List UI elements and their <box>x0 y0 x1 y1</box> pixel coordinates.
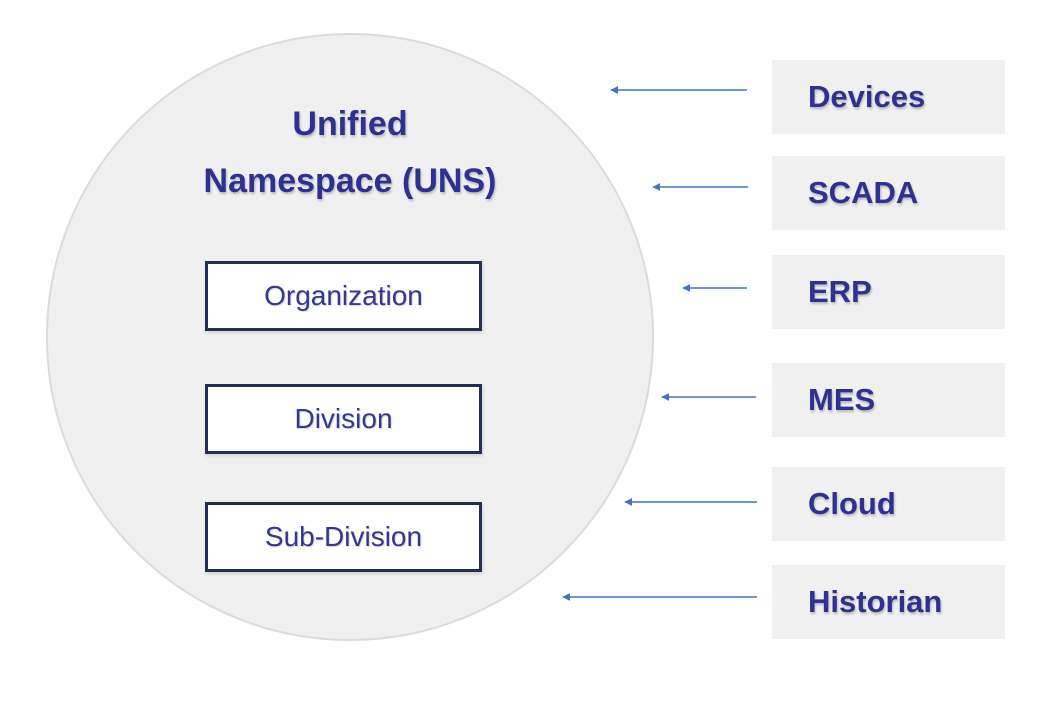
hierarchy-box-division: Division <box>205 384 482 454</box>
hierarchy-box-organization: Organization <box>205 261 482 331</box>
hierarchy-label-division: Division <box>294 403 393 434</box>
hierarchy-label-organization: Organization <box>264 280 423 311</box>
source-label-historian: Historian <box>808 584 943 619</box>
source-label-cloud: Cloud <box>808 486 896 521</box>
source-box-erp: ERP <box>772 255 1005 329</box>
source-box-devices: Devices <box>772 60 1005 134</box>
source-label-erp: ERP <box>808 274 872 309</box>
hierarchy-label-sub-division: Sub-Division <box>264 521 423 552</box>
uns-title: Unified Namespace (UNS) <box>46 96 654 210</box>
uns-title-line2: Namespace (UNS) <box>203 162 497 200</box>
source-box-scada: SCADA <box>772 156 1005 230</box>
source-label-devices: Devices <box>808 79 926 114</box>
source-box-mes: MES <box>772 363 1005 437</box>
source-box-cloud: Cloud <box>772 467 1005 541</box>
source-box-historian: Historian <box>772 565 1005 639</box>
source-label-scada: SCADA <box>808 175 919 210</box>
uns-title-line1: Unified <box>292 105 408 143</box>
hierarchy-box-sub-division: Sub-Division <box>205 502 482 572</box>
source-label-mes: MES <box>808 382 876 417</box>
